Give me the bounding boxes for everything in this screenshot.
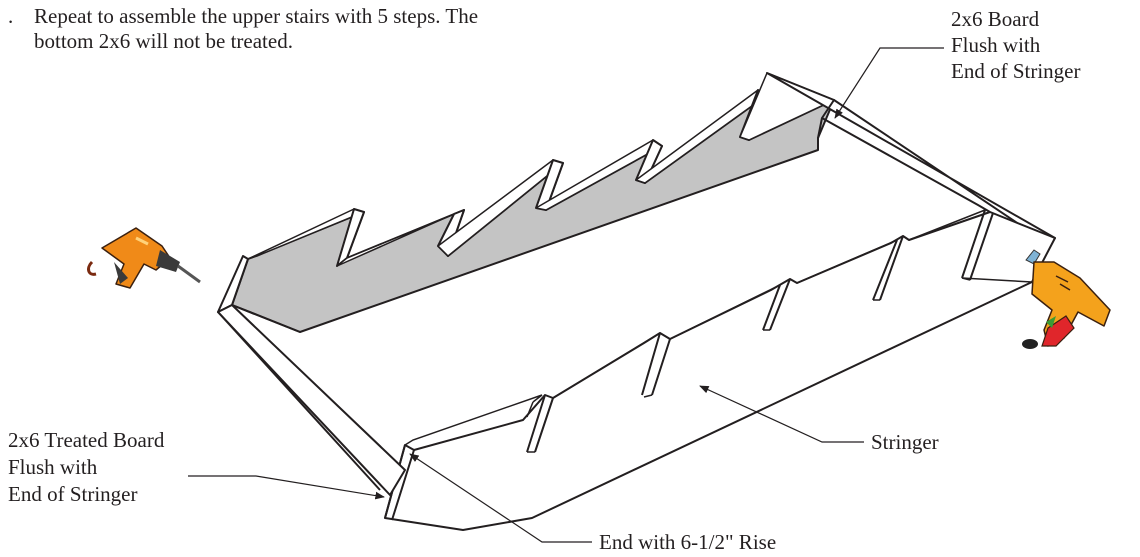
callout-line-treated-board	[188, 475, 385, 500]
callout-line-end-rise	[409, 453, 592, 543]
callout-treated-board-line-3: End of Stringer	[8, 482, 137, 506]
back-stringer	[217, 72, 835, 333]
callout-line-top-board	[834, 47, 944, 119]
instruction-line-2: bottom 2x6 will not be treated.	[34, 29, 293, 53]
front-stringer	[384, 209, 1056, 531]
bottom-treated-2x6-board	[217, 304, 406, 496]
callout-treated-board: 2x6 Treated Board Flush with End of Stri…	[8, 428, 165, 506]
callout-top-board-line-1: 2x6 Board	[951, 7, 1040, 31]
instruction-text: . Repeat to assemble the upper stairs wit…	[8, 4, 478, 54]
screw-gun-icon	[1022, 249, 1111, 349]
callout-line-stringer	[699, 385, 864, 443]
callout-treated-board-line-2: Flush with	[8, 455, 98, 479]
callout-top-board: 2x6 Board Flush with End of Stringer	[951, 7, 1080, 83]
instruction-line-1: Repeat to assemble the upper stairs with…	[34, 4, 479, 28]
callout-top-board-line-2: Flush with	[951, 33, 1041, 57]
top-2x6-board	[766, 72, 1056, 246]
callout-top-board-line-3: End of Stringer	[951, 59, 1080, 83]
callout-stringer: Stringer	[871, 430, 939, 454]
power-drill-icon	[87, 227, 201, 289]
callout-treated-board-line-1: 2x6 Treated Board	[8, 428, 165, 452]
callout-end-rise: End with 6-1/2" Rise	[599, 530, 776, 554]
instruction-number: .	[8, 4, 14, 28]
